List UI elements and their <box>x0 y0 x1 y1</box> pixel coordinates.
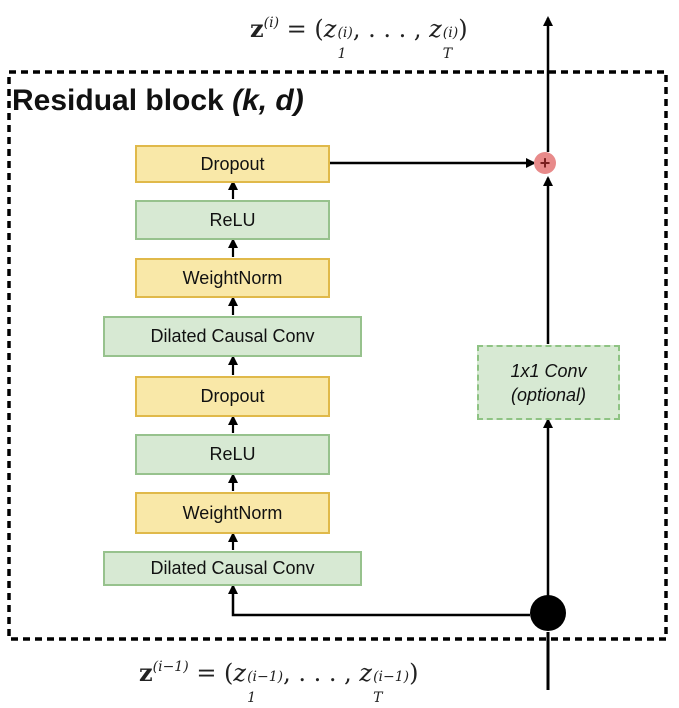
output-last-sup: (i) <box>442 25 459 41</box>
layer-weightnorm-bottom: WeightNorm <box>135 492 330 534</box>
output-last-sub: T <box>442 46 453 62</box>
output-formula: z(i) = (z(i)1, . . . , z(i)T) <box>250 14 468 62</box>
residual-block-boundary <box>7 70 668 641</box>
output-first-sup: (i) <box>337 25 353 41</box>
add-node-symbol: + <box>540 153 551 173</box>
output-lhs-var: z <box>250 14 264 43</box>
input-first-var: z <box>233 659 247 687</box>
output-lhs-sup: (i) <box>263 15 280 31</box>
input-formula: z(i−1) = (z(i−1)1, . . . , z(i−1)T) <box>139 658 419 706</box>
layer-dilated-conv-top: Dilated Causal Conv <box>103 316 362 357</box>
layer-dropout-bottom: Dropout <box>135 376 330 417</box>
input-last-sub: T <box>373 690 383 706</box>
block-title-label: Residual block <box>12 84 224 117</box>
input-last-sup: (i−1) <box>373 669 410 685</box>
output-first-sub: 1 <box>337 46 347 62</box>
optional-conv-note: (optional) <box>510 384 587 405</box>
layer-dilated-conv-bottom: Dilated Causal Conv <box>103 551 362 586</box>
layer-relu-top: ReLU <box>135 200 330 240</box>
input-lhs-var: z <box>139 658 153 687</box>
layer-relu-bottom: ReLU <box>135 434 330 475</box>
block-title: Residual block (k, d) <box>12 84 304 118</box>
optional-1x1-conv: 1x1 Conv (optional) <box>477 345 620 420</box>
branch-to-stack-arrow <box>228 584 530 617</box>
input-last-var: z <box>359 659 373 687</box>
layer-dropout-top: Dropout <box>135 145 330 183</box>
block-title-params: (k, d) <box>232 84 304 117</box>
output-first-var: z <box>323 15 337 43</box>
output-last-var: z <box>429 15 442 43</box>
input-first-sup: (i−1) <box>247 669 284 685</box>
split-node <box>530 595 566 631</box>
input-first-sub: 1 <box>247 690 256 706</box>
add-node <box>534 152 556 174</box>
layer-weightnorm-top: WeightNorm <box>135 258 330 298</box>
optional-conv-label: 1x1 Conv <box>510 360 587 381</box>
input-lhs-sup: (i−1) <box>152 659 189 675</box>
